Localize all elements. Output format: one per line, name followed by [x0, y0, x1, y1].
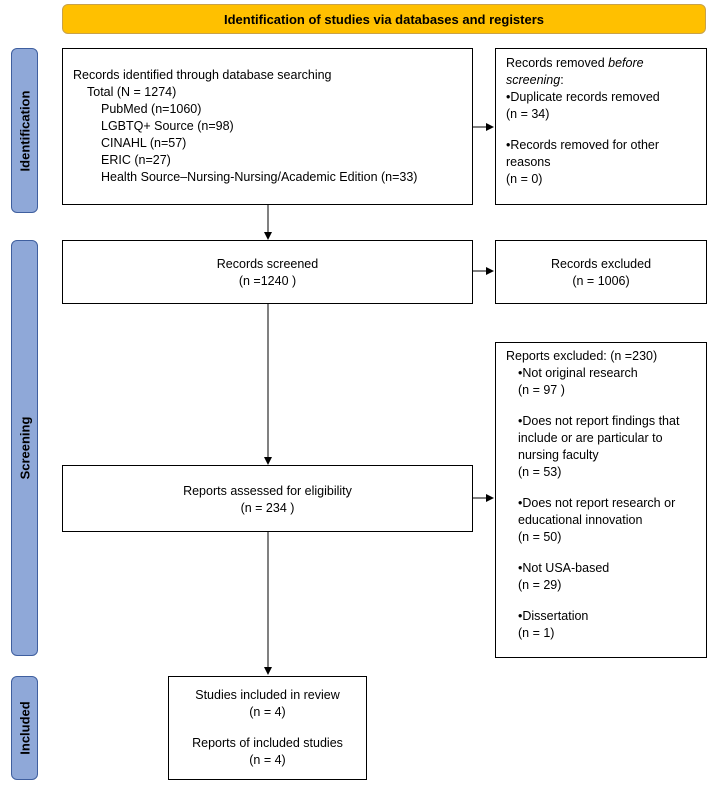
records-removed-title-prefix: Records removed [506, 56, 609, 70]
records-identified-total: Total (N = 1274) [87, 85, 177, 99]
exclusion-reason: •Does not report findings that include o… [518, 414, 680, 462]
records-removed-box: Records removed before screening: •Dupli… [495, 48, 707, 205]
studies-included-box: Studies included in review (n = 4) Repor… [168, 676, 367, 780]
reports-excluded-box: Reports excluded: (n =230) •Not original… [495, 342, 707, 658]
exclusion-count: (n = 29) [518, 578, 562, 592]
studies-included-label: Studies included in review [195, 688, 340, 702]
exclusion-reason: •Does not report research or educational… [518, 496, 676, 527]
exclusion-count: (n = 50) [518, 530, 562, 544]
source-item: PubMed (n=1060) [101, 102, 202, 116]
exclusion-reason: •Dissertation [518, 609, 589, 623]
records-excluded-box: Records excluded (n = 1006) [495, 240, 707, 304]
removed-item-label: •Duplicate records removed [506, 90, 660, 104]
exclusion-count: (n = 53) [518, 465, 562, 479]
exclusion-reason: •Not original research [518, 366, 638, 380]
records-excluded-count: (n = 1006) [572, 274, 630, 288]
records-screened-box: Records screened (n =1240 ) [62, 240, 473, 304]
reports-assessed-box: Reports assessed for eligibility (n = 23… [62, 465, 473, 532]
reports-excluded-title: Reports excluded: (n =230) [506, 349, 658, 363]
exclusion-count: (n = 97 ) [518, 383, 565, 397]
reports-assessed-label: Reports assessed for eligibility [183, 484, 352, 498]
reports-included-count: (n = 4) [249, 753, 286, 767]
removed-item-count: (n = 0) [506, 172, 543, 186]
records-removed-title-italic: before screening [506, 56, 644, 87]
source-item: ERIC (n=27) [101, 153, 171, 167]
removed-item-count: (n = 34) [506, 107, 550, 121]
records-removed-title-suffix: : [560, 73, 564, 87]
exclusion-count: (n = 1) [518, 626, 555, 640]
studies-included-count: (n = 4) [249, 705, 286, 719]
phase-screening: Screening [11, 240, 38, 656]
phase-included: Included [11, 676, 38, 780]
source-item: LGBTQ+ Source (n=98) [101, 119, 234, 133]
records-removed-title: Records removed before screening: [506, 55, 698, 89]
records-identified-box: Records identified through database sear… [62, 48, 473, 205]
records-excluded-label: Records excluded [550, 257, 652, 271]
removed-item-label: •Records removed for other reasons [506, 138, 660, 169]
reports-assessed-count: (n = 234 ) [240, 501, 295, 515]
records-screened-count: (n =1240 ) [238, 274, 297, 288]
header-title: Identification of studies via databases … [223, 11, 545, 27]
reports-included-label: Reports of included studies [192, 736, 343, 750]
phase-identification: Identification [11, 48, 38, 213]
records-identified-title: Records identified through database sear… [73, 68, 332, 82]
exclusion-reason: •Not USA-based [518, 561, 610, 575]
header-banner: Identification of studies via databases … [62, 4, 706, 34]
source-item: CINAHL (n=57) [101, 136, 187, 150]
records-screened-label: Records screened [216, 257, 319, 271]
source-item: Health Source–Nursing-Nursing/Academic E… [101, 170, 418, 184]
